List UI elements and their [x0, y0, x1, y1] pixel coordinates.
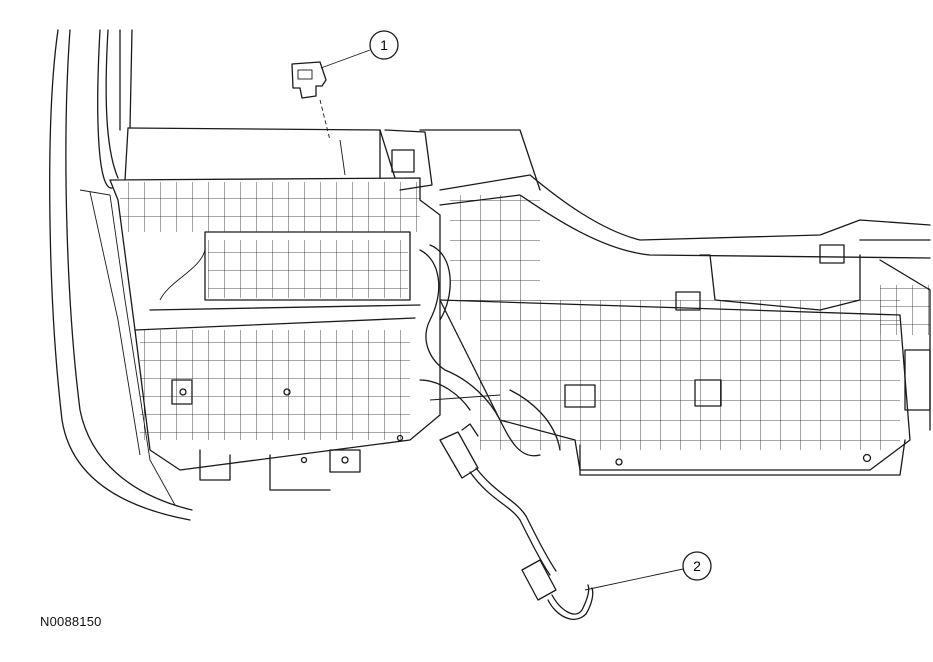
part-1-connector: [291, 61, 331, 141]
figure-id-label: N0088150: [40, 614, 102, 629]
part-2-harness: [439, 423, 594, 620]
callout-1-circle: [369, 30, 399, 60]
callout-2: 2: [584, 551, 712, 591]
callout-1-number: 1: [380, 37, 388, 53]
callout-2-number: 2: [693, 558, 701, 574]
lower-bracket-left: [109, 177, 441, 491]
dash-panel-pillar: [49, 29, 193, 521]
lower-bracket-right: [439, 174, 931, 476]
upper-housing: [124, 127, 541, 191]
callout-2-circle: [682, 551, 712, 581]
callout-1: 1: [320, 30, 399, 69]
center-wiring: [419, 244, 561, 457]
